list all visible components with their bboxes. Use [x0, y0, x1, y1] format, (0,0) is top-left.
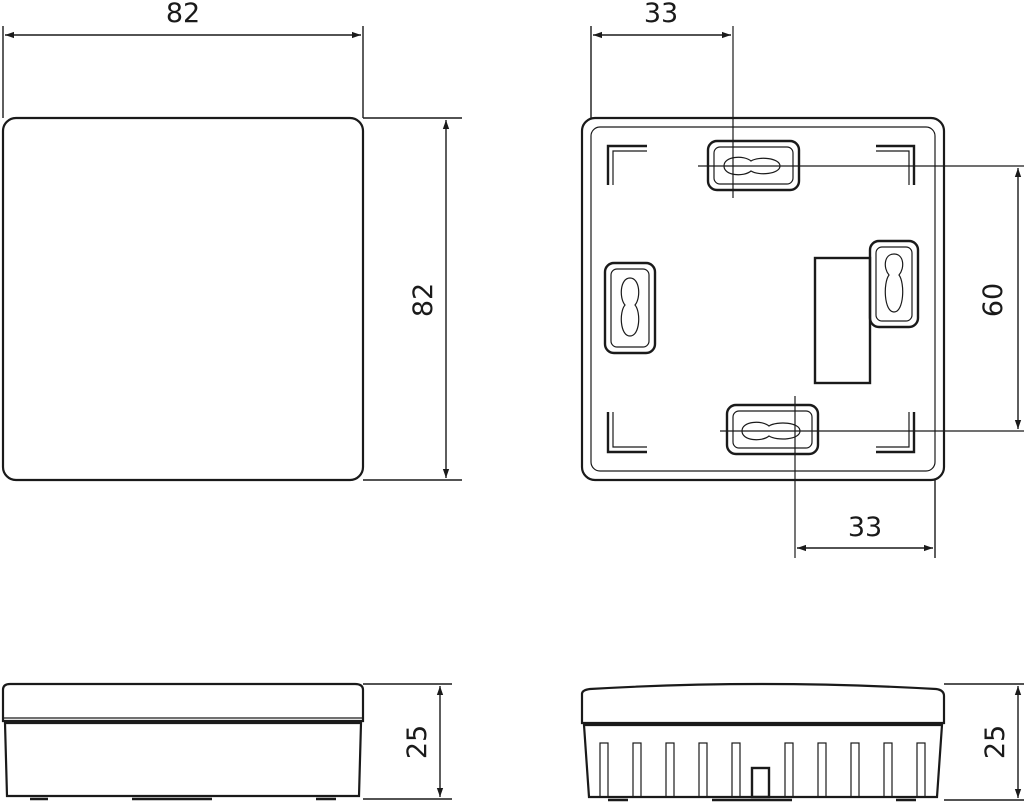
side-right-cover: [580, 682, 946, 725]
terminal-block: [813, 256, 872, 385]
back-hole-spacing-label: 60: [978, 283, 1009, 317]
keyhole-slot-left: [603, 261, 657, 355]
front-width-label: 82: [166, 0, 200, 29]
front-cover-outline: [1, 116, 365, 482]
front-height-dimension: 82: [363, 117, 462, 481]
side-left-depth-dimension: 25: [363, 683, 452, 800]
back-top-offset-label: 33: [644, 0, 678, 29]
side-right-depth-dimension: 25: [944, 683, 1024, 801]
front-width-dimension: 82: [2, 0, 364, 118]
side-left-depth-label: 25: [402, 725, 433, 759]
side-right-ribs: [599, 742, 926, 799]
back-view: 33 33 60: [580, 0, 1024, 558]
side-right-tab: [750, 766, 771, 799]
hole-centerlines: [698, 26, 1024, 558]
back-outer-outline: [580, 116, 946, 482]
back-top-offset-dimension: 33: [590, 0, 731, 118]
side-left-base: [3, 721, 363, 798]
front-view: 82 82: [1, 0, 462, 482]
back-bottom-offset-dimension: 33: [797, 480, 936, 558]
corner-guides: [606, 144, 916, 454]
keyhole-slot-bottom: [725, 403, 820, 456]
back-hole-spacing-dimension: 60: [978, 168, 1022, 429]
back-inner-outline: [590, 126, 936, 472]
side-right-depth-label: 25: [980, 725, 1011, 759]
side-view-left: 25: [1, 682, 452, 801]
side-left-cover: [1, 682, 365, 723]
side-right-base: [582, 723, 944, 799]
side-view-right: 25: [580, 682, 1024, 802]
back-bottom-offset-label: 33: [848, 512, 882, 543]
front-height-label: 82: [408, 283, 439, 317]
